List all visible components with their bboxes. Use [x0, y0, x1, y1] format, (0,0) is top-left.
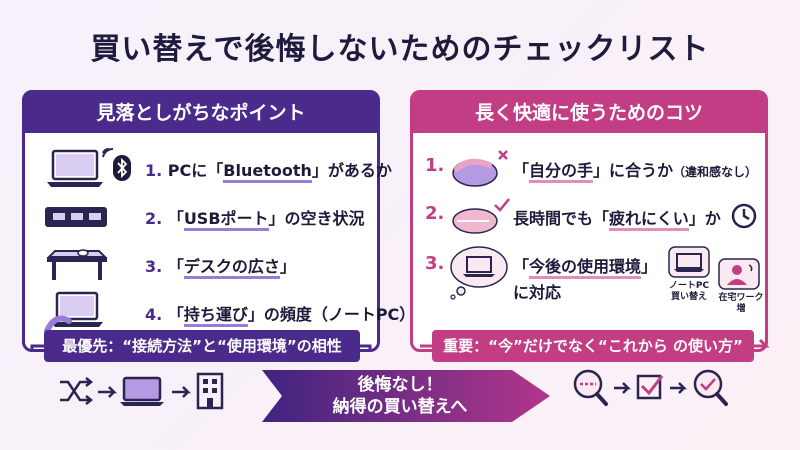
left-panel: 見落としがちなポイント 1. PCに「Bluetooth」があるか 2. 「US…	[22, 90, 415, 352]
left-item-1: 1. PCに「Bluetooth」があるか	[25, 145, 392, 193]
right-item-2-num: 2.	[425, 203, 445, 224]
right-item-3-key: 今後の使用環境	[529, 257, 642, 279]
banner-text: 後悔なし！ 納得の買い替えへ	[300, 374, 500, 418]
right-item-1-post: 」に合うか	[593, 161, 674, 180]
arrow-right-icon	[172, 386, 192, 398]
right-panel-header: 長く快適に使うためのコツ	[413, 93, 765, 133]
right-item-3-post: 」	[641, 257, 658, 276]
right-item-2-pre: 長時間でも「	[513, 209, 610, 228]
left-item-2: 2. 「USBポート」の空き状況	[25, 193, 377, 241]
remote-work-label: 在宅ワーク 増	[718, 293, 764, 314]
hand-mouse-icon	[452, 150, 508, 187]
right-item-1-note: （違和感なし）	[673, 165, 758, 179]
right-item-1: 1. 「自分の手」に合うか（違和感なし）	[413, 145, 765, 193]
left-panel-header: 見落としがちなポイント	[25, 93, 377, 133]
shuffle-icon	[60, 377, 94, 405]
result-banner	[262, 370, 550, 422]
right-item-1-num: 1.	[425, 155, 445, 176]
right-footer-bar: 重要：“今”だけでなく“これから の使い方”	[432, 330, 754, 362]
left-item-4-key: 持ち運び	[183, 305, 248, 327]
checkbox-icon	[636, 374, 664, 400]
left-item-2-post: 」の空き状況	[268, 209, 365, 228]
right-item-2-post: 」か	[688, 209, 721, 228]
page-title: 買い替えで後悔しないためのチェックリスト	[90, 32, 710, 67]
desk-icon	[46, 249, 108, 280]
right-item-1-key: 自分の手	[529, 161, 594, 183]
banner-line1: 後悔なし！	[357, 375, 443, 395]
laptop-carry-icon	[44, 291, 103, 334]
left-item-2-key: USBポート	[183, 209, 269, 231]
remote-worker-icon	[718, 258, 760, 290]
left-item-4-num: 4.	[145, 305, 163, 324]
magnifier-check-icon	[693, 369, 728, 406]
left-footer-bar: 最優先：“接続方法”と“使用環境”の相性	[44, 330, 360, 362]
arrow-right-icon	[614, 382, 632, 394]
right-item-3-line2: に対応	[513, 283, 562, 302]
laptop-buy-label: ノートPC 買い替え	[668, 281, 710, 302]
laptop-icon	[120, 376, 164, 406]
left-item-2-num: 2.	[145, 209, 163, 228]
left-item-1-pre: PCに「	[167, 161, 224, 180]
banner-line2: 納得の買い替えへ	[332, 397, 468, 417]
left-item-4-pre: 「	[167, 305, 184, 324]
right-item-3: 3. 「今後の使用環境」 に対応 ノートPC 買い替え 在宅ワーク 増	[413, 243, 765, 333]
arrow-right-icon	[98, 386, 118, 398]
thought-laptop-icon	[450, 246, 508, 300]
left-item-3-pre: 「	[167, 257, 184, 276]
magnifier-dashed-icon	[573, 369, 608, 406]
left-item-3-post: 」	[279, 257, 296, 276]
usb-hub-icon	[45, 207, 107, 227]
clock-icon	[731, 203, 757, 229]
bluetooth-icon	[113, 155, 131, 181]
left-item-4: 4. 「持ち運び」の頻度（ノートPC）	[25, 289, 415, 337]
right-item-3-num: 3.	[425, 253, 445, 274]
laptop-icon	[668, 246, 710, 278]
right-item-2-key: 疲れにくい	[609, 209, 689, 231]
left-item-2-pre: 「	[167, 209, 184, 228]
laptop-icon	[47, 147, 114, 187]
left-item-4-post: 」の頻度（ノートPC）	[247, 305, 416, 324]
arrow-right-icon	[670, 382, 688, 394]
right-item-2: 2. 長時間でも「疲れにくい」か	[413, 193, 765, 241]
left-item-3-num: 3.	[145, 257, 163, 276]
left-item-3-key: デスクの広さ	[183, 257, 280, 279]
left-item-1-key: Bluetooth	[223, 161, 312, 183]
left-item-3: 3. 「デスクの広さ」	[25, 241, 377, 289]
right-item-3-pre: 「	[513, 257, 530, 276]
building-icon	[196, 372, 224, 410]
right-panel: 長く快適に使うためのコツ 1. 「自分の手」に合うか（違和感なし） 2. 長時間…	[410, 90, 768, 352]
left-item-1-num: 1.	[145, 161, 163, 180]
left-flow	[60, 372, 224, 410]
right-item-1-pre: 「	[513, 161, 530, 180]
right-flow	[573, 369, 728, 406]
hand-check-icon	[452, 198, 510, 234]
left-item-1-post: 」があるか	[311, 161, 392, 180]
